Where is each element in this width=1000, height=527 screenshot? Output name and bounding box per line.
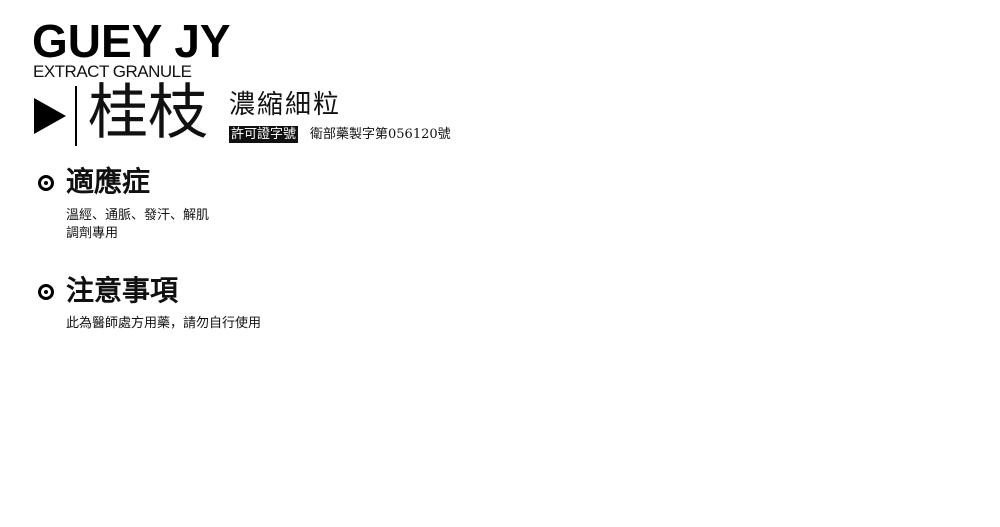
bullet-circle-icon bbox=[38, 284, 54, 300]
product-name: 桂枝 bbox=[88, 78, 208, 148]
divider bbox=[75, 86, 77, 146]
license-label: 許可證字號 bbox=[229, 126, 299, 143]
license-number: 衛部藥製字第056120號 bbox=[310, 127, 451, 142]
brand-name: GUEY JY bbox=[32, 15, 231, 67]
product-type: 濃縮細粒 bbox=[229, 90, 342, 120]
brand-subtitle: EXTRACT GRANULE bbox=[33, 62, 192, 81]
section-text-line: 溫經、通脈、發汗、解肌 bbox=[66, 208, 210, 223]
bullet-circle-icon bbox=[38, 175, 54, 191]
section-title-precautions: 注意事項 bbox=[66, 274, 179, 307]
section-text-line: 此為醫師處方用藥，請勿自行使用 bbox=[66, 316, 262, 331]
play-arrow-icon bbox=[34, 98, 66, 134]
section-text-line: 調劑專用 bbox=[66, 226, 119, 241]
section-title-indications: 適應症 bbox=[66, 165, 151, 198]
